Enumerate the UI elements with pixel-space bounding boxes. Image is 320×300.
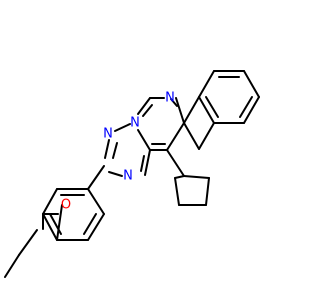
- atom-label-n-bridge: N: [130, 116, 140, 131]
- atom-label-n-triazole-top: N: [103, 127, 113, 142]
- pyrimidine-ring: [137, 97, 185, 151]
- atom-label-oxygen: O: [61, 198, 71, 213]
- atom-label-n-triazole-bottom: N: [123, 169, 133, 184]
- benzo-ring: [198, 70, 260, 124]
- cyclopentane-ring: [174, 175, 210, 206]
- triazole-ring: [104, 123, 151, 177]
- ethoxy-chain: [4, 204, 63, 278]
- atom-label-n-quinazoline: N: [165, 91, 175, 106]
- phenyl-ring: [42, 165, 105, 241]
- molecule-structure: N N N N O: [4, 70, 260, 278]
- dihydro-ring: [166, 96, 215, 177]
